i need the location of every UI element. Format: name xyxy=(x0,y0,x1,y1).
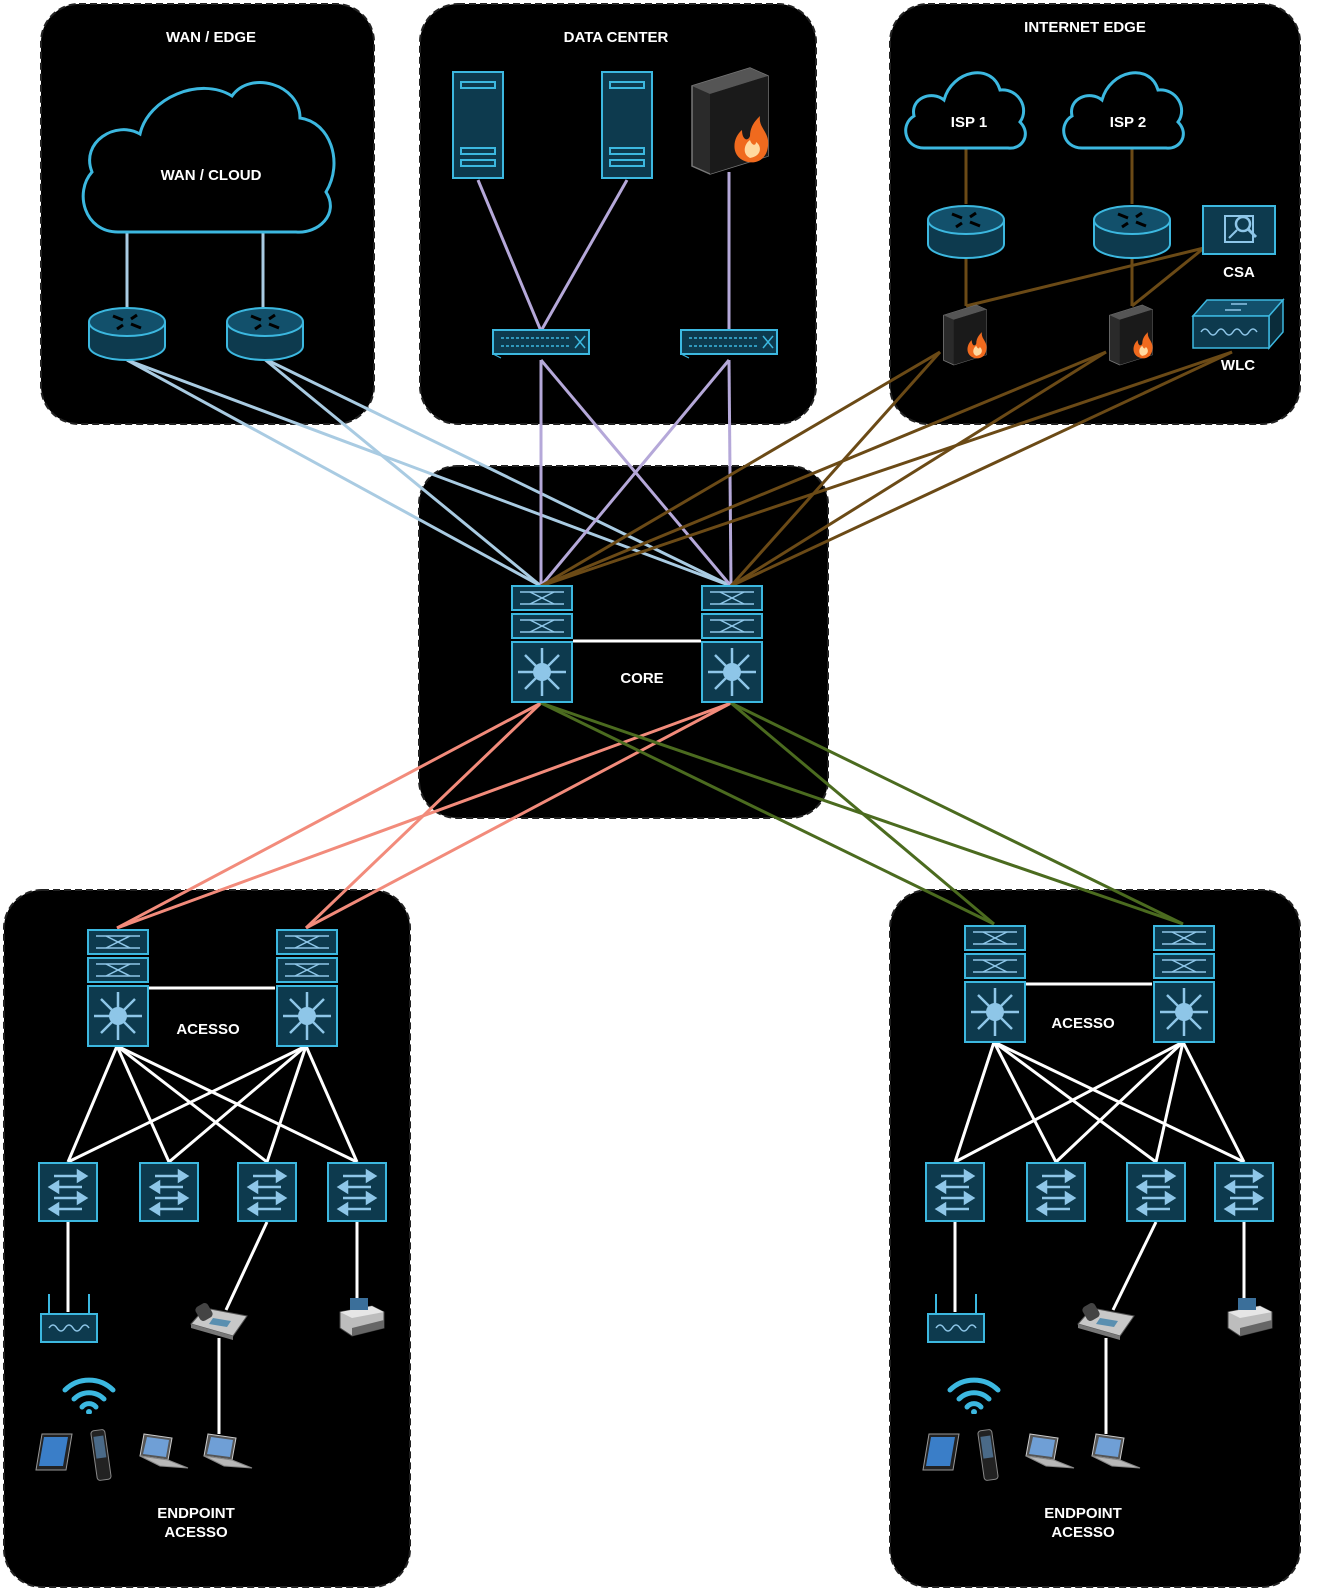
wlc-appliance: WLC xyxy=(1192,299,1284,374)
left-access-switch-3-icon xyxy=(237,1162,297,1222)
core-to-right-access-links xyxy=(540,701,1184,926)
isp2-label: ISP 2 xyxy=(1110,114,1146,131)
zone-access-right xyxy=(889,889,1301,1588)
wlc-icon xyxy=(1192,299,1284,349)
edge-firewall-2-icon xyxy=(1109,304,1154,366)
left-dist-switch-1-icon xyxy=(86,928,150,1048)
zone-title-data-center: DATA CENTER xyxy=(564,29,669,46)
csa-icon xyxy=(1201,204,1277,256)
zone-title-wan-edge: WAN / EDGE xyxy=(166,29,256,46)
right-dist-switch-1-icon xyxy=(963,924,1027,1044)
core-switch-2-icon xyxy=(700,584,764,704)
dc-firewall-icon xyxy=(691,67,769,175)
left-access-switch-2-icon xyxy=(139,1162,199,1222)
left-access-label: ACESSO xyxy=(176,1021,240,1038)
right-access-switch-3-icon xyxy=(1126,1162,1186,1222)
dc-switch-1-icon xyxy=(492,329,590,359)
csa-label: CSA xyxy=(1223,264,1255,281)
left-endpoint-label-2: ACESSO xyxy=(164,1524,228,1541)
zone-access-left xyxy=(3,889,411,1588)
wlc-label: WLC xyxy=(1221,357,1255,374)
isp2-cloud-icon: ISP 2 xyxy=(1062,71,1185,150)
left-access-local-links xyxy=(66,986,359,1434)
left-tablet-icon xyxy=(35,1433,73,1471)
edge-firewall-1-icon xyxy=(943,304,988,366)
isp1-label: ISP 1 xyxy=(951,114,987,131)
right-tablet-icon xyxy=(922,1433,960,1471)
core-to-left-access-links xyxy=(116,701,732,930)
zone-title-internet-edge: INTERNET EDGE xyxy=(1024,19,1146,36)
left-endpoint-label-1: ENDPOINT xyxy=(157,1505,235,1522)
isp1-cloud-icon: ISP 1 xyxy=(904,71,1027,150)
left-access-switch-1-icon xyxy=(38,1162,98,1222)
dc-switch-2-icon xyxy=(680,329,778,359)
zone-data-center: DATA CENTER xyxy=(419,3,817,425)
wan-cloud-icon: WAN / CLOUD xyxy=(81,81,336,234)
data-center-links xyxy=(476,172,733,587)
right-endpoint-label-1: ENDPOINT xyxy=(1044,1505,1122,1522)
right-dist-switch-2-icon xyxy=(1152,924,1216,1044)
right-access-switch-4-icon xyxy=(1214,1162,1274,1222)
cloud-to-router-links xyxy=(125,230,265,312)
right-access-switch-1-icon xyxy=(925,1162,985,1222)
dc-server-1-icon xyxy=(452,71,504,179)
dc-server-2-icon xyxy=(601,71,653,179)
right-access-switch-2-icon xyxy=(1026,1162,1086,1222)
wan-cloud-label: WAN / CLOUD xyxy=(161,167,262,184)
right-endpoint-label-2: ACESSO xyxy=(1051,1524,1115,1541)
right-access-label: ACESSO xyxy=(1051,1015,1115,1032)
right-access-local-links xyxy=(953,982,1246,1434)
csa-appliance: CSA xyxy=(1201,204,1277,281)
wan-router-2-icon xyxy=(225,306,305,362)
isp2-router-icon xyxy=(1092,204,1172,260)
wan-router-1-icon xyxy=(87,306,167,362)
left-access-switch-4-icon xyxy=(327,1162,387,1222)
left-dist-switch-2-icon xyxy=(275,928,339,1048)
core-label: CORE xyxy=(620,670,663,687)
core-switch-1-icon xyxy=(510,584,574,704)
internet-edge-links xyxy=(540,146,1233,588)
isp1-router-icon xyxy=(926,204,1006,260)
